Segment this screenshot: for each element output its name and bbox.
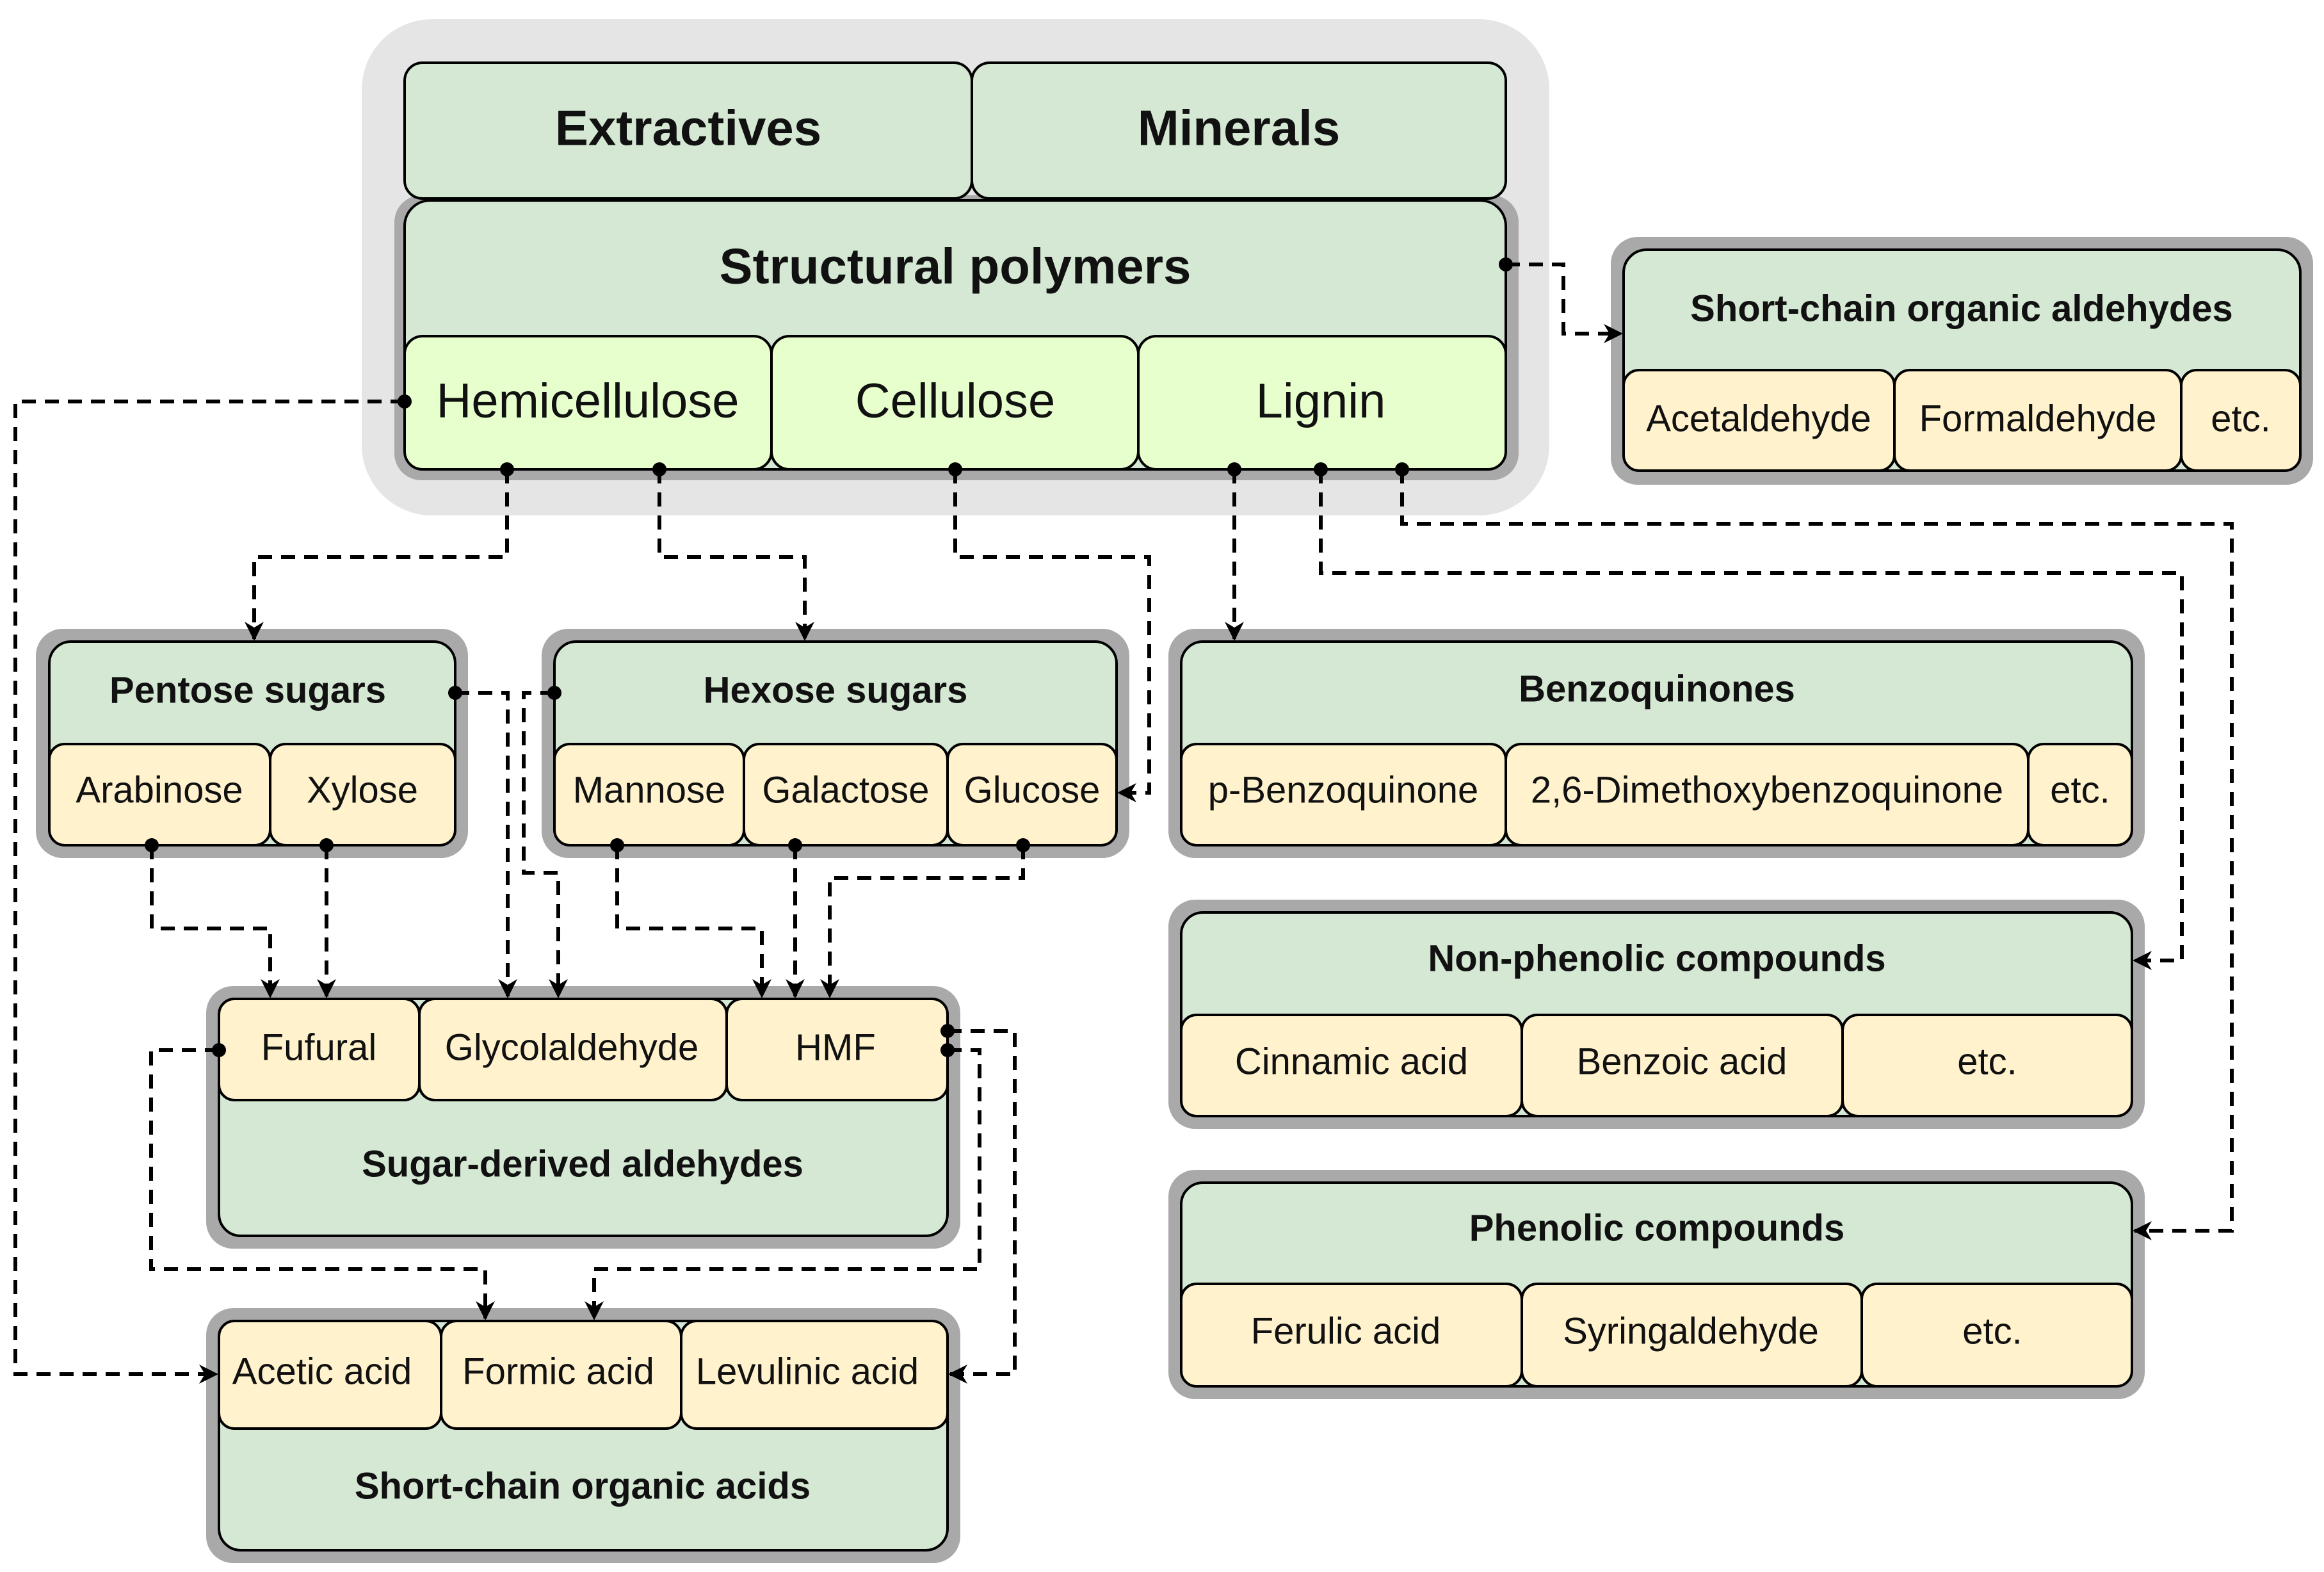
- dot-hemicellulose-pentose: [500, 462, 514, 476]
- connectors: [13, 263, 2234, 1384]
- levulinic-acid-label: Levulinic acid: [696, 1350, 919, 1392]
- connector-arabinose-to-fufural: [150, 845, 280, 998]
- hmf-label: HMF: [795, 1026, 876, 1068]
- benzoquinones-title: Benzoquinones: [1519, 668, 1795, 709]
- dot-mannose: [610, 838, 624, 852]
- phenolic-box: Phenolic compounds Ferulic acid Syringal…: [1180, 1181, 2133, 1388]
- connector-hmf-to-formic: [585, 1048, 981, 1320]
- glycolaldehyde-label: Glycolaldehyde: [445, 1026, 699, 1068]
- formic-acid-label: Formic acid: [462, 1350, 654, 1392]
- pentose-sugars-box: Pentose sugars Arabinose Xylose: [48, 640, 456, 847]
- connector-hemicellulose-to-pentose: [245, 469, 509, 641]
- connector-pentose-to-glycolaldehyde: [455, 691, 517, 998]
- short-chain-aldehydes-title: Short-chain organic aldehydes: [1690, 288, 2233, 329]
- connector-structural-to-aldehydes: [1506, 263, 1623, 343]
- phenolic-title: Phenolic compounds: [1469, 1207, 1845, 1249]
- dot-lignin-phenolic: [1395, 462, 1409, 476]
- non-phenolic-box: Non-phenolic compounds Cinnamic acid Ben…: [1180, 911, 2133, 1117]
- cellulose-box: Cellulose: [770, 335, 1140, 471]
- connector-fufural-to-formic: [149, 1048, 495, 1320]
- dot-hexose-title: [547, 686, 561, 700]
- sugar-aldehydes-title: Sugar-derived aldehydes: [362, 1143, 803, 1185]
- connector-lignin-to-phenolic: [1400, 469, 2234, 1240]
- dot-structural: [1499, 257, 1513, 271]
- hexose-sugars-box: Hexose sugars Mannose Galactose Glucose: [553, 640, 1118, 847]
- connector-cellulose-to-glucose: [953, 469, 1151, 802]
- benzoquinones-etc-label: etc.: [2050, 769, 2110, 811]
- cinnamic-acid-label: Cinnamic acid: [1235, 1041, 1468, 1082]
- connector-hemicellulose-to-acetic: [13, 400, 405, 1384]
- dot-fufural: [212, 1043, 226, 1057]
- acetaldehyde-label: Acetaldehyde: [1646, 398, 1871, 439]
- organic-acids-box: Short-chain organic acids Acetic acid Fo…: [218, 1320, 949, 1552]
- lignin-label: Lignin: [1256, 374, 1386, 428]
- connector-lignin-to-non-phenolic: [1319, 469, 2184, 970]
- dot-xylose: [319, 838, 334, 852]
- dot-hmf-formic: [940, 1043, 955, 1057]
- connector-hmf-to-levulinic: [948, 1029, 1017, 1384]
- short-chain-aldehydes-box: Short-chain organic aldehydes Acetaldehy…: [1622, 248, 2302, 472]
- dot-arabinose: [145, 838, 159, 852]
- glucose-label: Glucose: [964, 769, 1101, 811]
- cellulose-label: Cellulose: [855, 374, 1056, 428]
- connector-glucose-to-hmf: [820, 845, 1025, 998]
- fufural-label: Fufural: [261, 1026, 377, 1068]
- hemicellulose-label: Hemicellulose: [436, 374, 739, 428]
- minerals-label: Minerals: [1138, 100, 1340, 156]
- organic-acids-title: Short-chain organic acids: [355, 1465, 811, 1507]
- mannose-label: Mannose: [573, 769, 726, 811]
- pentose-sugars-title: Pentose sugars: [109, 669, 386, 711]
- extractives-label: Extractives: [555, 100, 821, 156]
- formaldehyde-label: Formaldehyde: [1919, 398, 2157, 439]
- connector-hexose-to-glycolaldehyde: [522, 691, 568, 998]
- extractives-box: Extractives: [403, 61, 973, 200]
- dot-hmf-levulinic: [940, 1024, 955, 1038]
- p-benzoquinone-label: p-Benzoquinone: [1208, 769, 1478, 811]
- dot-pentose-title: [448, 686, 462, 700]
- arabinose-label: Arabinose: [76, 769, 243, 811]
- minerals-box: Minerals: [971, 61, 1507, 200]
- ferulic-acid-label: Ferulic acid: [1251, 1310, 1441, 1352]
- hemicellulose-box: Hemicellulose: [403, 335, 773, 471]
- phenolic-etc-label: etc.: [1962, 1310, 2022, 1352]
- sugar-aldehydes-box: Sugar-derived aldehydes Fufural Glycolal…: [218, 998, 949, 1237]
- dot-hemicellulose-left: [398, 394, 412, 409]
- benzoquinones-box: Benzoquinones p-Benzoquinone 2,6-Dimetho…: [1180, 640, 2133, 847]
- dot-lignin-benzoquinones: [1227, 462, 1241, 476]
- non-phenolic-etc-label: etc.: [1957, 1041, 2017, 1082]
- dot-glucose: [1016, 838, 1030, 852]
- structural-polymers-label: Structural polymers: [720, 238, 1191, 295]
- syringaldehyde-label: Syringaldehyde: [1563, 1310, 1819, 1352]
- connector-mannose-to-hmf: [615, 845, 771, 998]
- aldehydes-etc-label: etc.: [2211, 398, 2271, 439]
- galactose-label: Galactose: [762, 769, 929, 811]
- xylose-label: Xylose: [307, 769, 418, 811]
- non-phenolic-title: Non-phenolic compounds: [1428, 937, 1885, 979]
- benzoic-acid-label: Benzoic acid: [1577, 1041, 1787, 1082]
- acetic-acid-label: Acetic acid: [232, 1350, 412, 1392]
- connector-dots: [145, 257, 1513, 1057]
- dot-cellulose: [948, 462, 962, 476]
- dot-galactose: [788, 838, 802, 852]
- dimethoxybenzoquinone-label: 2,6-Dimethoxybenzoquinone: [1531, 769, 2003, 811]
- dot-lignin-non-phenolic: [1314, 462, 1328, 476]
- hexose-sugars-title: Hexose sugars: [704, 669, 968, 711]
- lignin-box: Lignin: [1137, 335, 1507, 471]
- dot-hemicellulose-hexose: [652, 462, 666, 476]
